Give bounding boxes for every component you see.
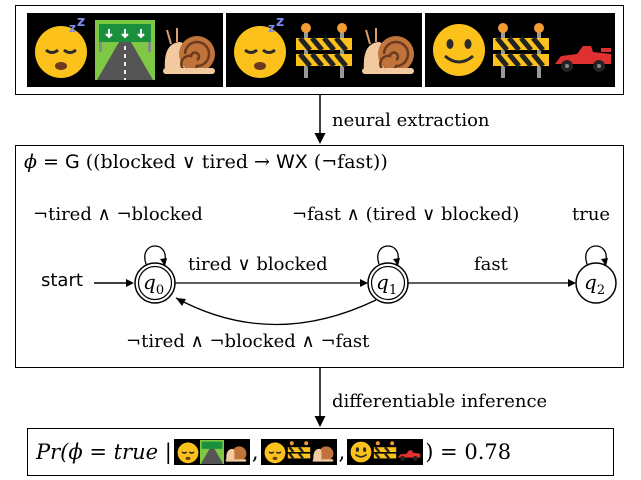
sleepy-face-icon: z z [234,14,286,78]
probability-suffix: ) = 0.78 [425,439,512,464]
state-q1-inner [370,265,406,301]
globally-operator: G [64,151,80,173]
state-q2-label: q2 [584,270,606,298]
race-car-icon [555,46,611,72]
frame-1: z z [27,13,223,87]
edge-label-q1-q2: fast [474,254,508,275]
edge-label-q0-q1: tired ∨ blocked [188,254,328,275]
probability-expression: Pr(ϕ = true | , , ) = 0.78 [36,439,511,465]
weak-next-operator: WX [275,151,308,173]
state-q0-inner [137,265,173,301]
formula-eq: = [36,151,65,173]
construction-barrier-icon [493,23,549,78]
mini-frame-2 [260,439,337,465]
loop-label-q2: true [572,204,611,225]
construction-barrier-icon [373,441,397,460]
frame-3 [425,13,615,87]
separator-1: , [251,439,259,464]
mini-frame-1 [173,439,250,465]
race-car-icon [397,450,421,461]
loop-label-q1: ¬fast ∧ (tired ∨ blocked) [292,204,520,225]
phi-symbol: ϕ [24,151,37,173]
probability-prefix: Pr(ϕ = true | [36,439,172,464]
svg-text:z: z [276,14,284,30]
automaton-box [15,145,624,368]
construction-barrier-icon [296,23,352,78]
highway-icon [199,440,224,464]
highway-icon [95,20,155,80]
formula-body: ((blocked ∨ tired → [79,151,276,173]
formula-tail: (¬fast)) [307,151,388,173]
sleepy-face-icon [264,442,285,464]
snail-icon [163,28,215,74]
neural-extraction-label: neural extraction [332,110,490,131]
snail-icon [362,28,414,74]
separator-2: , [338,439,346,464]
construction-barrier-icon [287,441,310,460]
sleepy-face-icon [177,442,199,464]
ltl-formula: ϕ = G ((blocked ∨ tired → WX (¬fast)) [24,153,388,172]
snail-icon [312,446,333,462]
start-label: start [41,270,83,291]
smiling-face-icon [433,24,485,76]
frame-2: z z [226,13,422,87]
loop-q1 [377,245,399,265]
svg-text:z: z [69,21,76,35]
mini-frame-3 [347,439,424,465]
state-q0-label: q0 [143,270,165,298]
sleepy-face-icon: z z [35,14,87,78]
loop-q0 [144,245,166,265]
svg-text:z: z [268,21,275,35]
loop-q2 [585,245,607,265]
edge-label-q1-q0: ¬tired ∧ ¬blocked ∧ ¬fast [126,331,370,352]
state-q1-label: q1 [376,270,398,298]
smiling-face-icon [350,441,372,463]
edge-q1-q0 [175,297,377,326]
differentiable-inference-label: differentiable inference [332,391,548,412]
loop-label-q0: ¬tired ∧ ¬blocked [33,204,203,225]
snail-icon [225,446,247,462]
svg-text:z: z [77,14,85,30]
